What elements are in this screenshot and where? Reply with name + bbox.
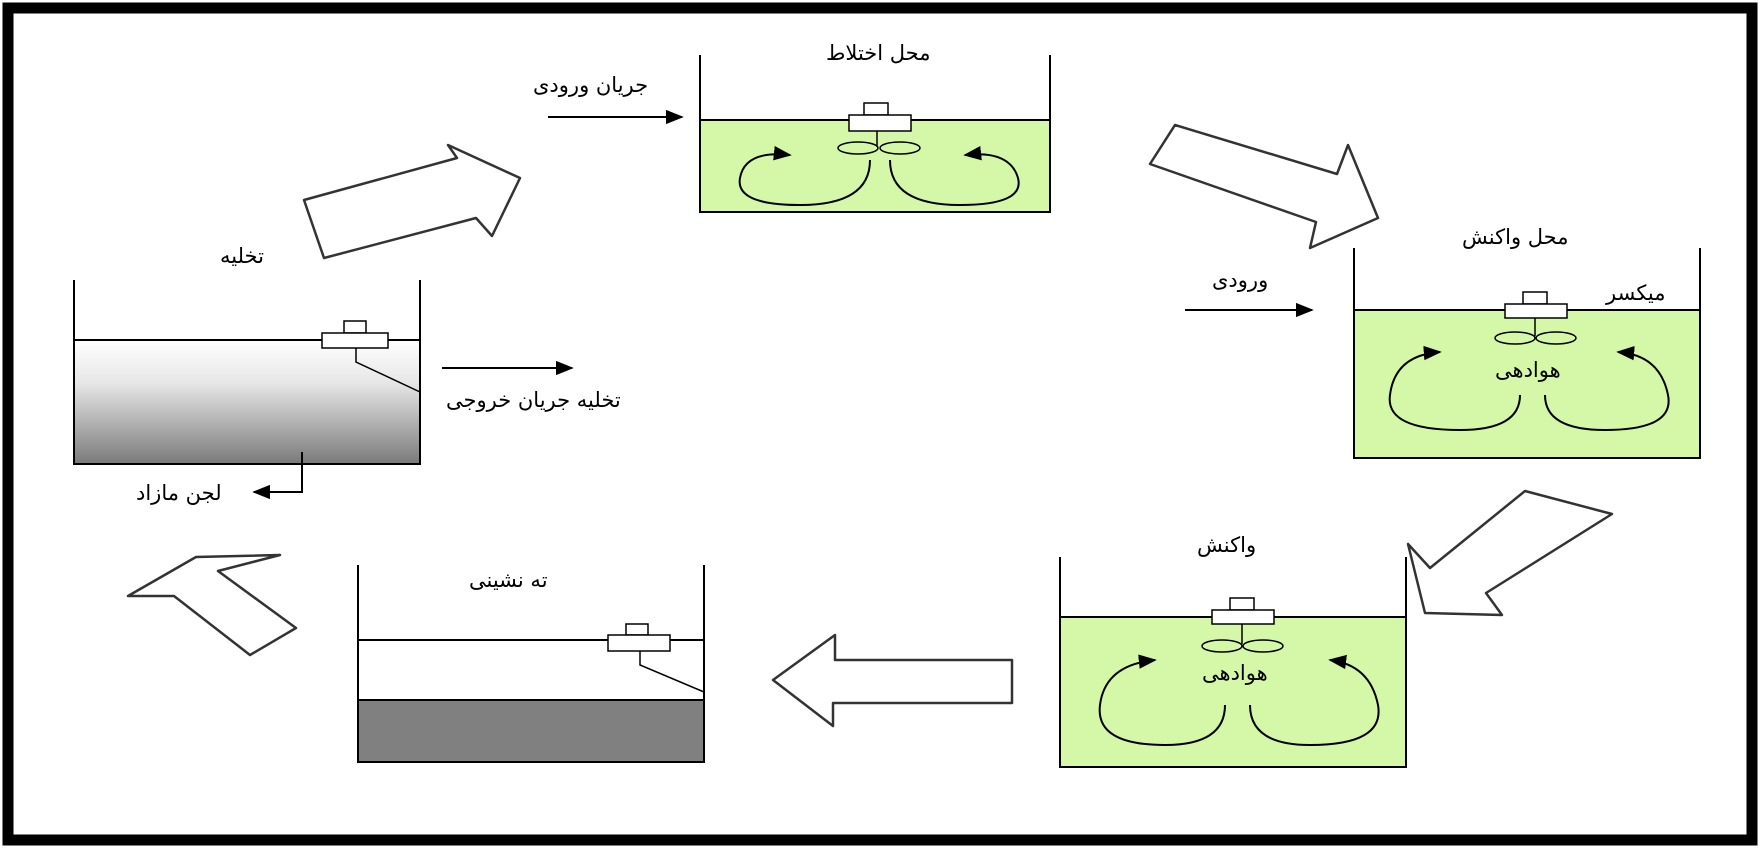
circulation-arrow-right	[889, 146, 1020, 207]
mixer-icon	[837, 102, 921, 155]
label-reaction-aeration: هوادهی	[1202, 661, 1268, 685]
cycle-arrows	[126, 123, 1614, 728]
tank-draw-liquid	[74, 340, 420, 464]
tank-reaction	[1059, 557, 1407, 768]
tank-fill-liquid	[700, 120, 1050, 212]
cycle-arrow-fill-to-react	[1148, 123, 1380, 250]
circulation-arrow-left	[1098, 654, 1226, 747]
tank-react	[1185, 248, 1701, 459]
cycle-arrow-settle-to-draw	[126, 553, 298, 657]
waste-sludge-arrow	[252, 452, 303, 500]
label-react-stage: محل واکنش	[1462, 225, 1569, 249]
mixer-icon	[1494, 291, 1577, 345]
label-draw-outflow: تخلیه جریان خروجی	[446, 388, 621, 412]
circulation-arrow-left	[738, 146, 871, 207]
circulation-arrow-right	[1249, 654, 1380, 747]
tank-draw	[73, 280, 574, 500]
mixer-icon	[607, 623, 705, 693]
tank-fill	[548, 55, 1051, 213]
label-react-inflow: ورودی	[1212, 268, 1269, 292]
label-fill-stage: محل اختلاط	[826, 41, 931, 65]
label-reaction-stage: واکنش	[1197, 533, 1257, 557]
label-waste-sludge: لجن مازاد	[136, 481, 222, 505]
label-react-aeration: هوادهی	[1495, 358, 1561, 382]
label-settle-stage: ته نشینی	[469, 568, 548, 592]
mixer-icon	[321, 320, 421, 393]
tank-reaction-liquid	[1060, 617, 1406, 767]
label-draw-stage: تخلیه	[220, 244, 264, 268]
circulation-arrow-left	[1388, 345, 1521, 432]
tank-settle	[357, 565, 705, 763]
label-fill-inflow: جریان ورودی	[533, 73, 649, 97]
label-mixer: میکسر	[1606, 281, 1666, 305]
tank-settle-sludge	[358, 700, 704, 762]
cycle-arrow-react-to-reaction	[1406, 489, 1614, 617]
mixer-icon	[1201, 597, 1284, 653]
cycle-arrow-draw-to-fill	[302, 143, 522, 260]
circulation-arrow-right	[1544, 345, 1670, 432]
tank-react-liquid	[1354, 310, 1700, 458]
cycle-arrow-reaction-to-settle	[771, 633, 1014, 728]
